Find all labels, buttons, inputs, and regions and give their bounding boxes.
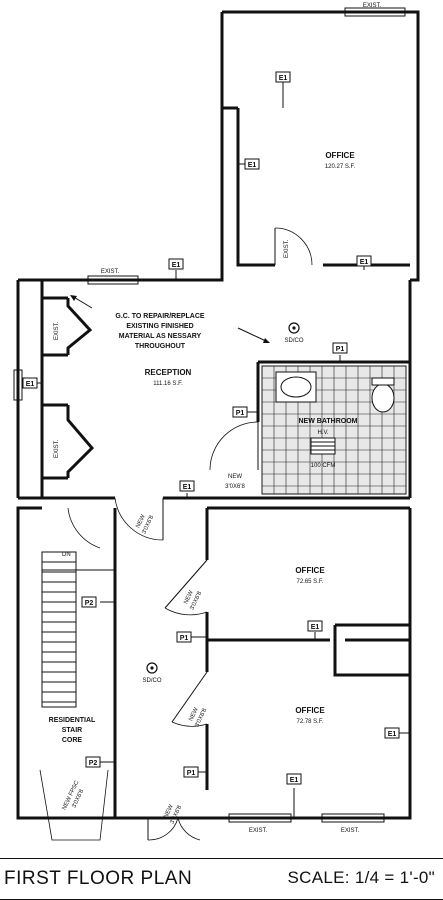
- room-name-office-bottom: OFFICE: [295, 706, 325, 715]
- exist-label-bay-top: EXIST.: [54, 321, 60, 340]
- door-label-fpsc: NEW FPSC 3'0X6'8: [62, 779, 86, 811]
- svg-text:P1: P1: [236, 410, 245, 417]
- svg-text:P2: P2: [89, 760, 98, 767]
- tag-e1-office: E1: [244, 158, 260, 170]
- tag-p1-bottom: P1: [183, 766, 199, 778]
- note-line2: EXISTING FINISHED: [126, 323, 193, 330]
- tag-p1-bath-left: P1: [232, 406, 248, 418]
- svg-text:E1: E1: [290, 777, 299, 784]
- stair-label-line1: RESIDENTIAL: [49, 717, 96, 724]
- room-name-office-top: OFFICE: [325, 151, 355, 160]
- room-name-reception: RECEPTION: [145, 368, 192, 377]
- svg-text:P1: P1: [180, 635, 189, 642]
- tag-e1-left: E1: [22, 377, 38, 389]
- svg-text:NEW: NEW: [163, 804, 174, 820]
- note-line4: THROUGHOUT: [135, 343, 186, 350]
- bathroom-name: NEW BATHROOM: [299, 418, 358, 425]
- svg-text:NEW: NEW: [188, 707, 199, 723]
- bathroom-fan-cfm: 100 CFM: [311, 463, 336, 469]
- svg-text:P1: P1: [336, 346, 345, 353]
- exist-label-bay-bottom: EXIST.: [54, 439, 60, 458]
- tag-p2-core: P2: [85, 756, 101, 768]
- door-label-bath-new: NEW: [228, 474, 242, 480]
- stair-label-line3: CORE: [62, 737, 83, 744]
- door-label-bath-size: 3'0X6'8: [225, 484, 245, 490]
- smoke-label-reception: SD/CO: [284, 338, 303, 344]
- exist-label-door: EXIST.: [284, 239, 290, 258]
- svg-text:NEW: NEW: [183, 590, 194, 606]
- svg-text:E1: E1: [172, 262, 181, 269]
- tag-leaders: [30, 81, 410, 818]
- door-label-exit: NEW 3'0X6'8: [163, 804, 183, 825]
- room-area-office-mid: 72.65 S.F.: [296, 579, 323, 585]
- door-label-reception: NEW 3'0X6'8: [135, 514, 155, 535]
- room-area-office-top: 120.27 S.F.: [325, 164, 356, 170]
- tag-p2-stair: P2: [81, 596, 97, 608]
- bathroom: [261, 365, 407, 495]
- tag-e1-top: E1: [275, 71, 291, 83]
- note-line1: G.C. TO REPAIR/REPLACE: [115, 313, 205, 320]
- room-area-reception: 111.16 S.F.: [153, 381, 183, 387]
- tag-e1-right: E1: [356, 255, 372, 267]
- tag-e1-corridor: E1: [179, 480, 195, 492]
- tag-e1-closet: E1: [307, 620, 323, 632]
- room-area-office-bottom: 72.78 S.F.: [296, 719, 323, 725]
- exist-label-north: EXIST.: [101, 269, 120, 275]
- door-label-office-mid: NEW 3'0X6'8: [183, 590, 203, 611]
- tag-p1-mid: P1: [176, 631, 192, 643]
- svg-text:E1: E1: [279, 75, 288, 82]
- tag-p1-bath: P1: [332, 342, 348, 354]
- exist-label-south-left: EXIST.: [249, 828, 268, 834]
- exist-label-top: EXIST.: [363, 3, 382, 9]
- svg-text:E1: E1: [311, 624, 320, 631]
- tag-e1-right-office: E1: [384, 727, 400, 739]
- smoke-detectors: [146, 322, 300, 674]
- svg-text:E1: E1: [248, 162, 257, 169]
- svg-text:P2: P2: [85, 600, 94, 607]
- note-line3: MATERIAL AS NESSARY: [119, 333, 202, 340]
- svg-text:E1: E1: [360, 259, 369, 266]
- stair: [41, 551, 115, 708]
- stair-label-line2: STAIR: [62, 727, 82, 734]
- bay-windows: [66, 298, 95, 478]
- svg-text:P1: P1: [187, 770, 196, 777]
- bathroom-hv: H.V.: [317, 430, 328, 436]
- svg-text:E1: E1: [26, 381, 35, 388]
- floor-plan-drawing: E1 E1 E1 E1 P1 P1 E1 E1 E1 P1 P2 P2 P1 E…: [13, 3, 420, 841]
- smoke-label-corridor: SD/CO: [142, 678, 161, 684]
- drawing-title: FIRST FLOOR PLAN: [4, 868, 193, 889]
- doors: [39, 227, 313, 841]
- drawing-scale: SCALE: 1/4 = 1'-0": [287, 868, 435, 887]
- svg-text:E1: E1: [388, 731, 397, 738]
- svg-text:NEW: NEW: [135, 514, 146, 530]
- tag-e1-bottom: E1: [286, 773, 302, 785]
- room-name-office-mid: OFFICE: [295, 566, 325, 575]
- stair-dn-label: DN: [62, 552, 71, 558]
- title-block: FIRST FLOOR PLAN SCALE: 1/4 = 1'-0": [0, 858, 443, 900]
- exist-label-south-right: EXIST.: [341, 828, 360, 834]
- note-leaders: [70, 295, 270, 343]
- window-marks: [13, 7, 406, 823]
- tag-e1-north: E1: [168, 258, 184, 270]
- interior-walls: [42, 106, 410, 818]
- svg-text:E1: E1: [183, 484, 192, 491]
